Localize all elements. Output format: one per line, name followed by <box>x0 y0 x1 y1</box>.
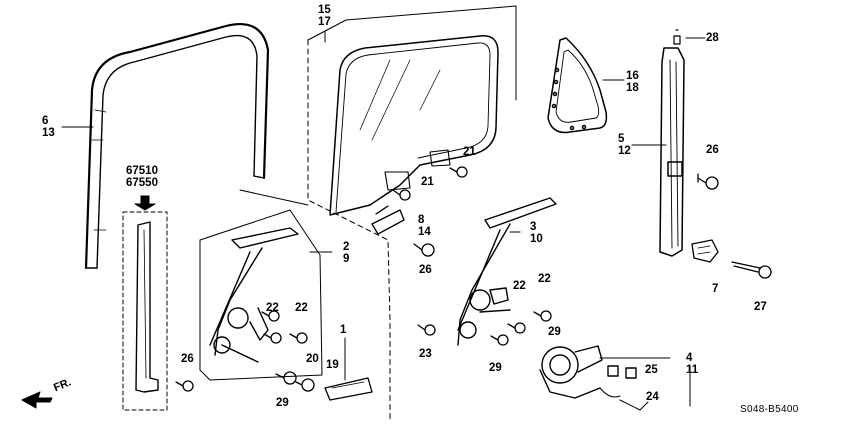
callout-21-top: 21 <box>463 146 476 158</box>
callout-24: 24 <box>646 391 659 403</box>
center-channel <box>659 29 685 257</box>
holder-clip <box>691 239 719 263</box>
dashed-sash <box>122 211 168 411</box>
callout-22-b: 22 <box>295 302 308 314</box>
callout-29-a: 29 <box>276 397 289 409</box>
glass-guide <box>324 377 373 401</box>
callout-29-c: 29 <box>548 326 561 338</box>
callout-20: 20 <box>306 353 319 365</box>
bolts-group <box>175 166 552 392</box>
callout-23: 23 <box>419 348 432 360</box>
regulator-motor <box>539 345 649 411</box>
callout-19: 19 <box>326 359 339 371</box>
bracket <box>371 205 405 235</box>
long-bolt <box>731 261 772 279</box>
callout-21-mid: 21 <box>421 176 434 188</box>
callout-1: 1 <box>340 324 347 336</box>
callout-26-center: 26 <box>419 264 432 276</box>
left-regulator <box>209 227 299 363</box>
callout-26-right: 26 <box>706 144 719 156</box>
up-arrow <box>134 195 156 211</box>
callout-26-left: 26 <box>181 353 194 365</box>
callout-25: 25 <box>645 364 658 376</box>
callout-27: 27 <box>754 301 767 313</box>
callout-28: 28 <box>706 32 719 44</box>
left-regulator-box <box>199 209 323 381</box>
front-arrow <box>21 391 53 409</box>
callout-29-b: 29 <box>489 362 502 374</box>
right-regulator <box>457 197 557 346</box>
diagram-code: S048-B5400 <box>740 404 799 415</box>
bolt <box>697 173 719 190</box>
rear-sash-channel <box>135 221 159 393</box>
quarter-glass <box>547 37 608 134</box>
callout-22-d: 22 <box>538 273 551 285</box>
clip <box>295 378 315 392</box>
door-glass <box>329 35 499 216</box>
door-glass-box <box>239 5 517 421</box>
callout-22-c: 22 <box>513 280 526 292</box>
door-run-channel <box>84 23 270 270</box>
callout-22-a: 22 <box>266 302 279 314</box>
callout-7: 7 <box>712 283 719 295</box>
